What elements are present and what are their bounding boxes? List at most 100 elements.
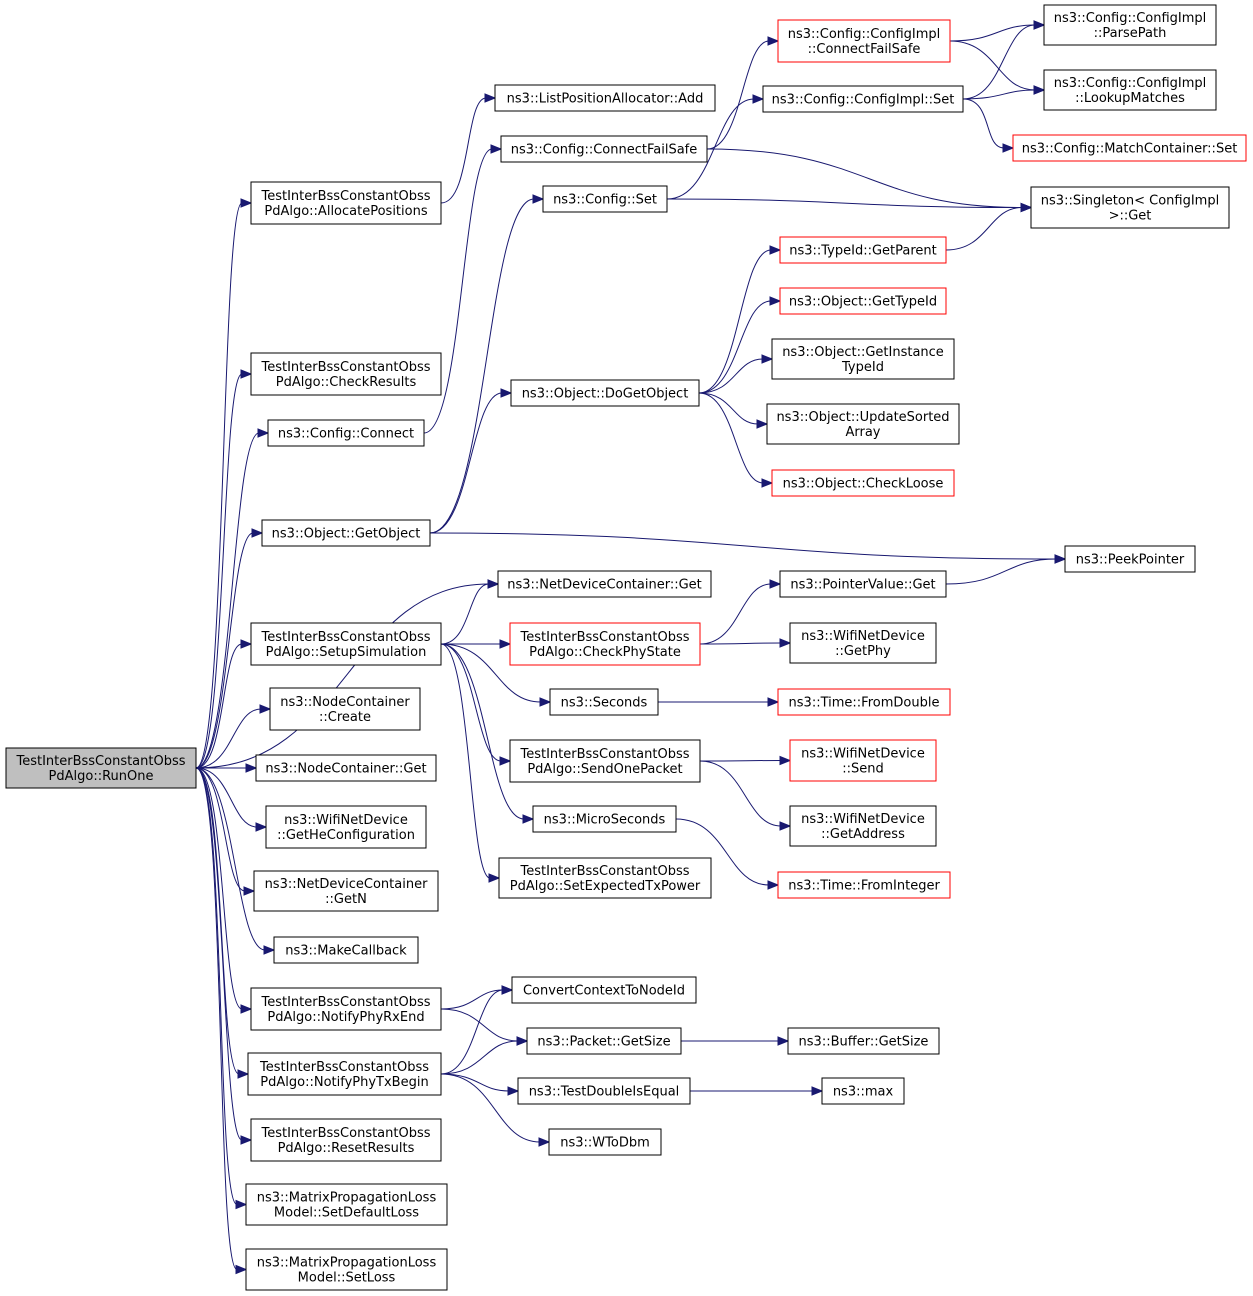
graph-node-n4[interactable]: ns3::Config::Connect: [267, 419, 425, 447]
graph-node-n37[interactable]: ns3::NetDeviceContainer::GetN: [253, 870, 439, 912]
graph-node-n21[interactable]: ns3::NetDeviceContainer::Get: [497, 570, 712, 598]
graph-node-n43[interactable]: TestInterBssConstantObssPdAlgo::NotifyPh…: [247, 1052, 442, 1096]
graph-node-n45[interactable]: ns3::max: [821, 1077, 905, 1105]
graph-node-n7[interactable]: ns3::Config::ConfigImpl::ParsePath: [1043, 4, 1217, 46]
node-label-line: ns3::Config::Connect: [278, 427, 414, 442]
node-box: [789, 622, 937, 664]
node-box: [245, 1248, 448, 1291]
graph-node-n39[interactable]: TestInterBssConstantObssPdAlgo::NotifyPh…: [250, 987, 442, 1031]
edge-n11-n8: [962, 85, 1046, 100]
node-label-line: TestInterBssConstantObss: [519, 747, 689, 762]
graph-node-n46[interactable]: ns3::WToDbm: [548, 1128, 662, 1156]
graph-node-n24[interactable]: ns3::PointerValue::Get: [779, 570, 947, 598]
node-label-line: ::GetAddress: [821, 827, 905, 842]
graph-node-n25[interactable]: ns3::WifiNetDevice::GetPhy: [789, 622, 937, 664]
node-box: [517, 1077, 691, 1105]
edge-n6-n7: [949, 20, 1046, 42]
node-label-line: ns3::Object::GetTypeId: [789, 295, 937, 310]
graph-node-n14[interactable]: ns3::Object::DoGetObject: [510, 379, 700, 407]
node-label-line: >::Get: [1109, 209, 1152, 224]
node-label-line: ns3::WifiNetDevice: [801, 812, 925, 827]
graph-node-n38[interactable]: ns3::MakeCallback: [273, 936, 419, 964]
graph-node-n27[interactable]: ns3::Time::FromDouble: [777, 688, 951, 716]
graph-node-n42[interactable]: ns3::Buffer::GetSize: [787, 1027, 940, 1055]
node-label-line: PdAlgo::SetupSimulation: [266, 645, 427, 660]
graph-node-n16[interactable]: ns3::Object::GetTypeId: [779, 287, 947, 315]
node-label-line: ns3::Packet::GetSize: [537, 1035, 670, 1050]
node-label-line: PdAlgo::NotifyPhyRxEnd: [267, 1010, 424, 1025]
graph-node-n34[interactable]: ns3::NodeContainer::Create: [269, 687, 421, 731]
edge-n26-n27: [657, 697, 780, 707]
node-box: [247, 1052, 442, 1096]
graph-node-n29[interactable]: ns3::WifiNetDevice::Send: [789, 739, 937, 782]
graph-node-n20[interactable]: ns3::PeekPointer: [1064, 545, 1196, 573]
graph-node-n41[interactable]: ns3::Packet::GetSize: [526, 1027, 682, 1055]
graph-node-n48[interactable]: ns3::MatrixPropagationLossModel::SetDefa…: [245, 1183, 448, 1226]
graph-node-n1[interactable]: TestInterBssConstantObssPdAlgo::Allocate…: [250, 181, 442, 225]
node-label-line: ns3::WifiNetDevice: [284, 813, 408, 828]
node-box: [250, 352, 442, 396]
node-label-line: TestInterBssConstantObss: [15, 754, 185, 769]
graph-node-n11[interactable]: ns3::Config::ConfigImpl::Set: [762, 85, 964, 113]
graph-node-n12[interactable]: ns3::Config::MatchContainer::Set: [1012, 134, 1247, 162]
edge-n22-n26: [440, 643, 552, 707]
graph-node-n2[interactable]: ns3::ListPositionAllocator::Add: [494, 84, 716, 112]
graph-node-n32[interactable]: ns3::Time::FromInteger: [777, 871, 951, 899]
edge-n23-n25: [699, 638, 792, 648]
graph-node-n8[interactable]: ns3::Config::ConfigImpl::LookupMatches: [1043, 69, 1217, 111]
node-label-line: ns3::PeekPointer: [1076, 553, 1185, 568]
edge-n0-n37: [195, 767, 256, 896]
graph-node-n47[interactable]: TestInterBssConstantObssPdAlgo::ResetRes…: [250, 1118, 442, 1162]
node-label-line: TestInterBssConstantObss: [519, 864, 689, 879]
edge-n23-n24: [699, 579, 782, 645]
graph-node-n19[interactable]: ns3::Object::CheckLoose: [771, 469, 955, 497]
graph-node-n10[interactable]: ns3::Config::Set: [542, 185, 668, 213]
node-box: [261, 519, 431, 547]
graph-node-n6[interactable]: ns3::Config::ConfigImpl::ConnectFailSafe: [777, 19, 951, 63]
graph-node-n44[interactable]: ns3::TestDoubleIsEqual: [517, 1077, 691, 1105]
node-box: [250, 181, 442, 225]
node-label-line: TestInterBssConstantObss: [259, 1060, 429, 1075]
node-box: [498, 857, 712, 899]
graph-node-n40[interactable]: ConvertContextToNodeId: [511, 976, 697, 1004]
edge-n0-n48: [195, 767, 248, 1210]
edge-n0-n35: [195, 763, 258, 773]
node-label-line: ns3::Object::CheckLoose: [783, 477, 944, 492]
edge-n22-n31: [440, 643, 535, 824]
graph-node-n22[interactable]: TestInterBssConstantObssPdAlgo::SetupSim…: [250, 622, 442, 666]
edge-n0-n4: [195, 428, 270, 769]
edge-n43-n44: [440, 1073, 520, 1096]
node-box: [267, 419, 425, 447]
graph-node-n5[interactable]: ns3::Config::ConnectFailSafe: [500, 135, 708, 163]
graph-node-n26[interactable]: ns3::Seconds: [549, 688, 659, 716]
node-label-line: PdAlgo::SetExpectedTxPower: [510, 879, 701, 894]
graph-node-n36[interactable]: ns3::WifiNetDevice::GetHeConfiguration: [265, 805, 427, 849]
node-box: [549, 688, 659, 716]
graph-node-n31[interactable]: ns3::MicroSeconds: [532, 805, 677, 833]
graph-node-n28[interactable]: TestInterBssConstantObssPdAlgo::SendOneP…: [509, 739, 701, 783]
node-box: [548, 1128, 662, 1156]
graph-node-n13[interactable]: ns3::Object::GetObject: [261, 519, 431, 547]
graph-node-n3[interactable]: TestInterBssConstantObssPdAlgo::CheckRes…: [250, 352, 442, 396]
edge-n0-n1: [195, 198, 253, 769]
node-label-line: ns3::Config::MatchContainer::Set: [1022, 142, 1238, 157]
edge-n13-n14: [429, 388, 513, 534]
graph-node-n35[interactable]: ns3::NodeContainer::Get: [255, 754, 437, 782]
graph-node-n9[interactable]: ns3::Singleton< ConfigImpl>::Get: [1030, 186, 1230, 229]
graph-node-n30[interactable]: ns3::WifiNetDevice::GetAddress: [789, 805, 937, 847]
node-label-line: ns3::MakeCallback: [285, 944, 407, 959]
edge-n41-n42: [681, 1036, 790, 1046]
node-box: [250, 1118, 442, 1162]
graph-node-n33[interactable]: TestInterBssConstantObssPdAlgo::SetExpec…: [498, 857, 712, 899]
node-label-line: ns3::Time::FromDouble: [789, 696, 940, 711]
node-label-line: ::GetN: [325, 892, 367, 907]
node-box: [771, 338, 955, 380]
graph-node-n23[interactable]: TestInterBssConstantObssPdAlgo::CheckPhy…: [509, 622, 701, 666]
node-label-line: ns3::NodeContainer: [280, 695, 410, 710]
node-label-line: TestInterBssConstantObss: [260, 360, 430, 375]
graph-node-n15[interactable]: ns3::TypeId::GetParent: [779, 236, 947, 264]
